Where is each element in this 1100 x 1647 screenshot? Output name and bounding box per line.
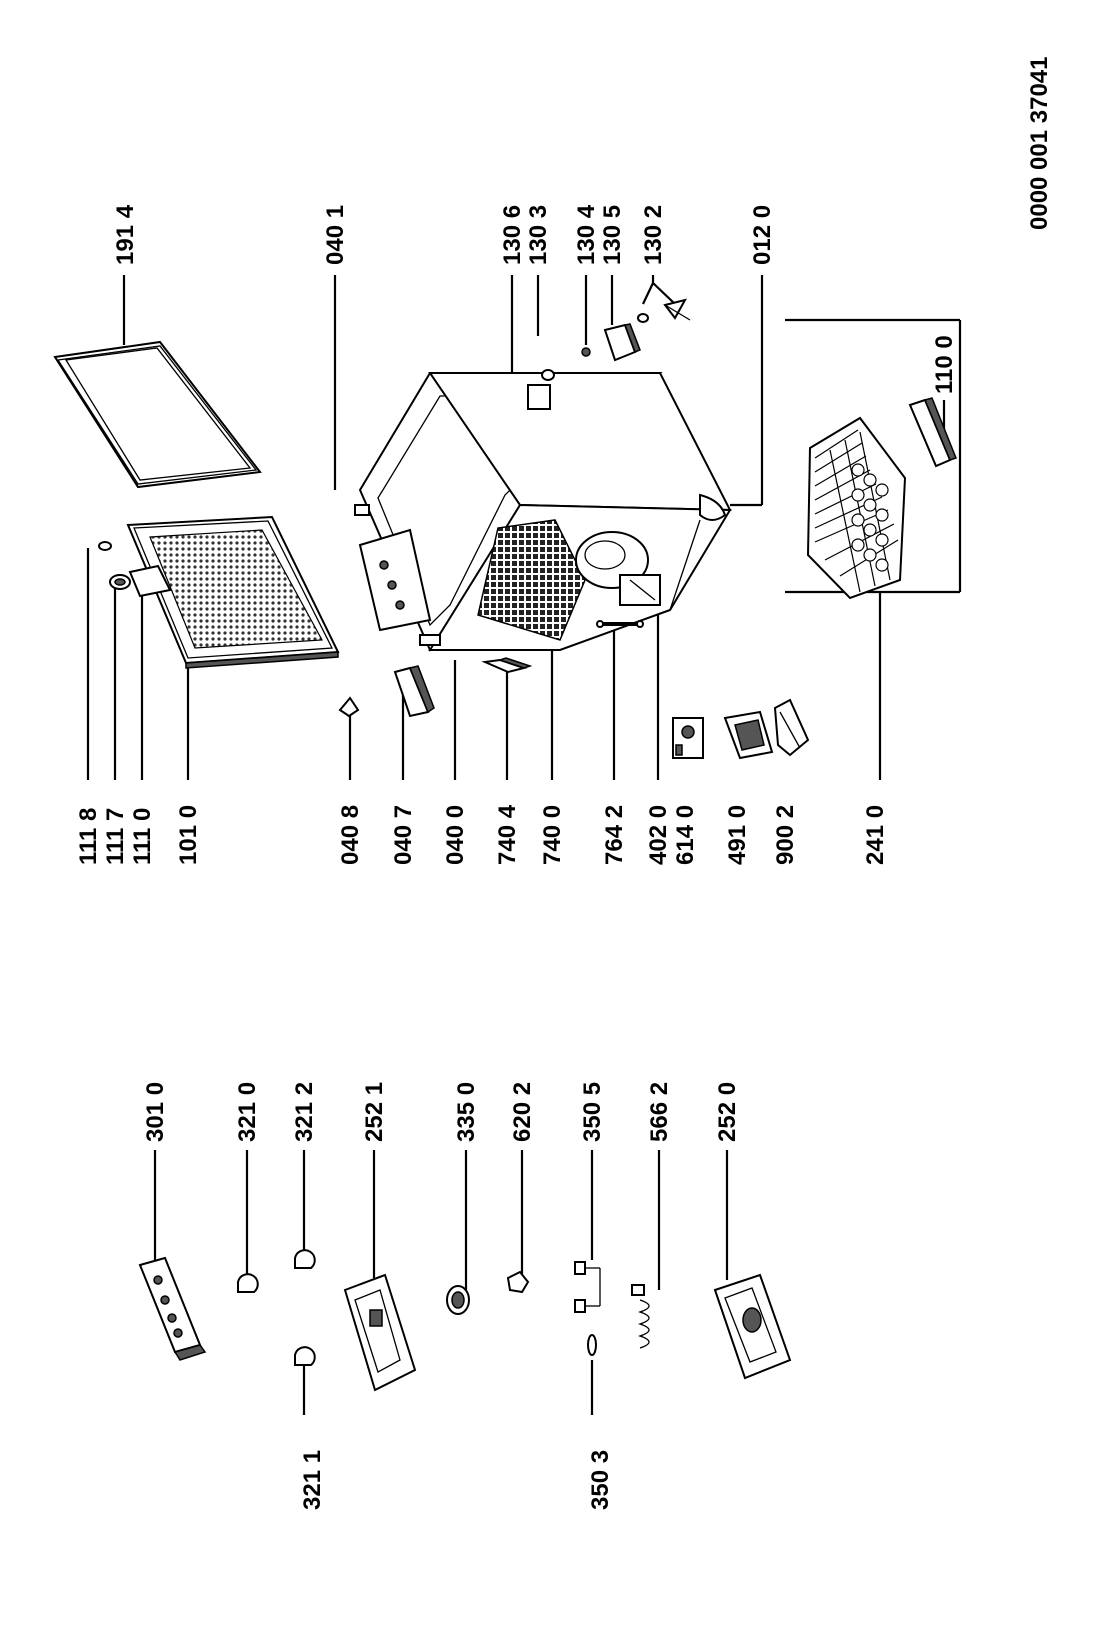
part-label-740-4: 740 4 <box>494 804 521 865</box>
part-label-321-1: 321 1 <box>299 1450 326 1510</box>
leader-lines-top <box>122 275 962 594</box>
part-label-111-0: 111 0 <box>129 808 156 865</box>
label-row-top: 191 4 040 1 130 6 130 3 130 4 130 5 130 … <box>112 204 958 394</box>
part-label-191-4: 191 4 <box>112 204 139 265</box>
lid-seal-frame-icon <box>53 340 262 489</box>
part-label-566-2: 566 2 <box>646 1082 673 1142</box>
lamp-housing-icon <box>713 1273 792 1380</box>
control-panel-icon <box>138 1256 207 1361</box>
part-label-900-2: 900 2 <box>772 805 799 865</box>
label-column-main: 111 8 111 7 111 0 101 0 040 8 040 7 040 … <box>75 804 889 865</box>
part-label-252-1: 252 1 <box>361 1082 388 1142</box>
part-label-241-0: 241 0 <box>862 805 889 865</box>
thermostat-housing-icon <box>343 1273 417 1392</box>
part-label-130-5: 130 5 <box>599 205 626 265</box>
part-label-335-0: 335 0 <box>453 1082 480 1142</box>
part-label-040-8: 040 8 <box>337 805 364 865</box>
part-label-130-4: 130 4 <box>573 204 600 265</box>
capillary-tube-icon <box>596 620 644 628</box>
basket-handle-icon <box>908 397 957 468</box>
part-label-040-1: 040 1 <box>322 205 349 265</box>
lock-parts-icon <box>581 298 691 362</box>
handle-parts-icon <box>98 541 172 598</box>
part-label-130-2: 130 2 <box>640 205 667 265</box>
part-label-350-5: 350 5 <box>579 1082 606 1142</box>
part-label-252-0: 252 0 <box>714 1082 741 1142</box>
clip-icon <box>506 1270 530 1294</box>
leader-lines-controls <box>153 1150 729 1415</box>
part-label-040-7: 040 7 <box>390 805 417 865</box>
hinge-parts-icon <box>338 657 533 718</box>
part-label-040-0: 040 0 <box>442 805 469 865</box>
part-label-012-0: 012 0 <box>749 205 776 265</box>
lid-panel-icon <box>126 515 340 669</box>
part-label-110-0: 110 0 <box>931 335 958 394</box>
part-label-740-0: 740 0 <box>539 805 566 865</box>
part-label-491-0: 491 0 <box>724 805 751 865</box>
part-label-130-3: 130 3 <box>525 205 552 265</box>
condenser-grid-icon <box>477 519 586 641</box>
label-group-controls: 301 0 321 0 321 2 252 1 335 0 620 2 350 … <box>142 1082 741 1510</box>
part-label-321-2: 321 2 <box>291 1082 318 1142</box>
coil-icon <box>446 1285 470 1315</box>
compressor-icon <box>575 531 661 606</box>
part-label-111-7: 111 7 <box>102 808 129 865</box>
part-label-130-6: 130 6 <box>499 205 526 265</box>
bulb-icon <box>587 1334 597 1356</box>
part-label-101-0: 101 0 <box>175 805 202 865</box>
part-label-301-0: 301 0 <box>142 1082 169 1142</box>
part-label-350-3: 350 3 <box>587 1450 614 1510</box>
knob-icons <box>237 1249 316 1366</box>
part-label-321-0: 321 0 <box>234 1082 261 1142</box>
part-label-614-0: 614 0 <box>672 805 699 865</box>
part-label-402-0: 402 0 <box>645 805 672 865</box>
drawing-number: 0000 001 37041 <box>1026 56 1053 230</box>
wire-basket-icon <box>806 416 907 600</box>
part-label-764-2: 764 2 <box>601 805 628 865</box>
part-label-620-2: 620 2 <box>509 1082 536 1142</box>
part-label-111-8: 111 8 <box>75 808 102 865</box>
lamp-holder-icon <box>574 1261 601 1313</box>
electrical-parts-icon <box>672 698 810 760</box>
spring-icon <box>631 1284 650 1349</box>
